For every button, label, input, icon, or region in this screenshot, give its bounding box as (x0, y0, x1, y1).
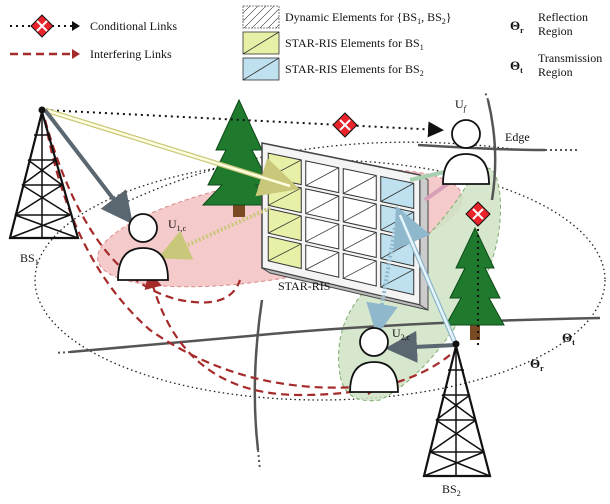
bs1-tower-icon (8, 106, 80, 240)
svg-text:Transmission: Transmission (538, 51, 602, 65)
conditional-link-bs1-uf (44, 109, 444, 138)
ris-element-diagonal (343, 203, 377, 223)
bs2-tower-icon (422, 340, 492, 478)
svg-text:STAR-RIS Elements for BS1: STAR-RIS Elements for BS1 (285, 36, 424, 52)
legend-star-bs1: STAR-RIS Elements for BS1 (242, 31, 424, 55)
conditional-link-bs2-uf (465, 201, 491, 345)
uf-label: Uf (455, 97, 468, 113)
svg-text:Dynamic Elements for {BS1, BS2: Dynamic Elements for {BS1, BS2} (285, 10, 452, 26)
interfering-link-bs1-u1c-loop (43, 119, 242, 304)
user-u1c-icon (117, 213, 169, 281)
svg-text:Region: Region (538, 24, 573, 38)
link-bs2-star-ris (393, 205, 459, 346)
legend-interfering-label: Interfering Links (90, 47, 172, 61)
svg-text:Region: Region (538, 65, 573, 79)
edge-label: Edge (505, 130, 530, 144)
ris-element-diagonal (268, 215, 302, 234)
theta-r-label: Θr (530, 356, 544, 373)
star-ris-label: STAR-RIS (278, 279, 330, 293)
coverage-ellipse-outer (34, 159, 606, 401)
ris-element-diagonal (380, 182, 414, 202)
tree-right-icon (445, 226, 505, 340)
u2c-label: U2,c (392, 326, 411, 342)
theta-t-label: Θt (562, 330, 575, 347)
user-u2c-icon (349, 327, 399, 393)
ris-element-diagonal (305, 223, 339, 242)
link-ris-u1c (157, 206, 271, 260)
ris-element-diagonal (343, 175, 377, 194)
svg-text:Θr: Θr (510, 18, 524, 35)
ris-element-diagonal (305, 195, 339, 214)
ris-element-diagonal (268, 243, 302, 262)
link-bs1-star-ris (44, 107, 300, 197)
blocked-x-icon (30, 14, 54, 38)
interfering-link-bs1-u2c (43, 119, 385, 396)
legend-dynamic-elements: Dynamic Elements for {BS1, BS2} (242, 5, 452, 29)
interfering-link-bs2-u1c (144, 270, 451, 397)
user-uf-icon (442, 119, 490, 185)
legend-conditional-links: Conditional Links (10, 14, 177, 38)
link-ris-u2c (366, 227, 398, 336)
bs2-label: BS2 (442, 482, 461, 498)
blocked-x-icon (465, 201, 491, 227)
ris-element-diagonal (343, 260, 377, 279)
link-bs2-u2c (385, 330, 457, 363)
ris-element-diagonal (343, 232, 377, 251)
legend-reflection-region: Θr Reflection Region (510, 10, 588, 38)
legend-transmission-region: Θt Transmission Region (510, 51, 602, 79)
svg-text:Reflection: Reflection (538, 10, 588, 24)
ris-element-diagonal (305, 167, 339, 186)
svg-text:STAR-RIS Elements for BS2: STAR-RIS Elements for BS2 (285, 62, 424, 78)
ris-element-diagonal (305, 252, 339, 270)
legend: Conditional Links Interfering Links Dyna… (10, 5, 602, 81)
bs1-label: BS1 (20, 251, 39, 267)
legend-star-bs2: STAR-RIS Elements for BS2 (242, 57, 424, 81)
legend-interfering-links: Interfering Links (10, 47, 172, 61)
link-bs1-u1c (43, 108, 133, 225)
legend-conditional-label: Conditional Links (90, 19, 177, 33)
edge-inner-ellipse (119, 141, 521, 206)
svg-text:Θt: Θt (510, 58, 523, 75)
blocked-x-icon (332, 112, 358, 138)
u1c-label: U1,c (168, 217, 187, 233)
